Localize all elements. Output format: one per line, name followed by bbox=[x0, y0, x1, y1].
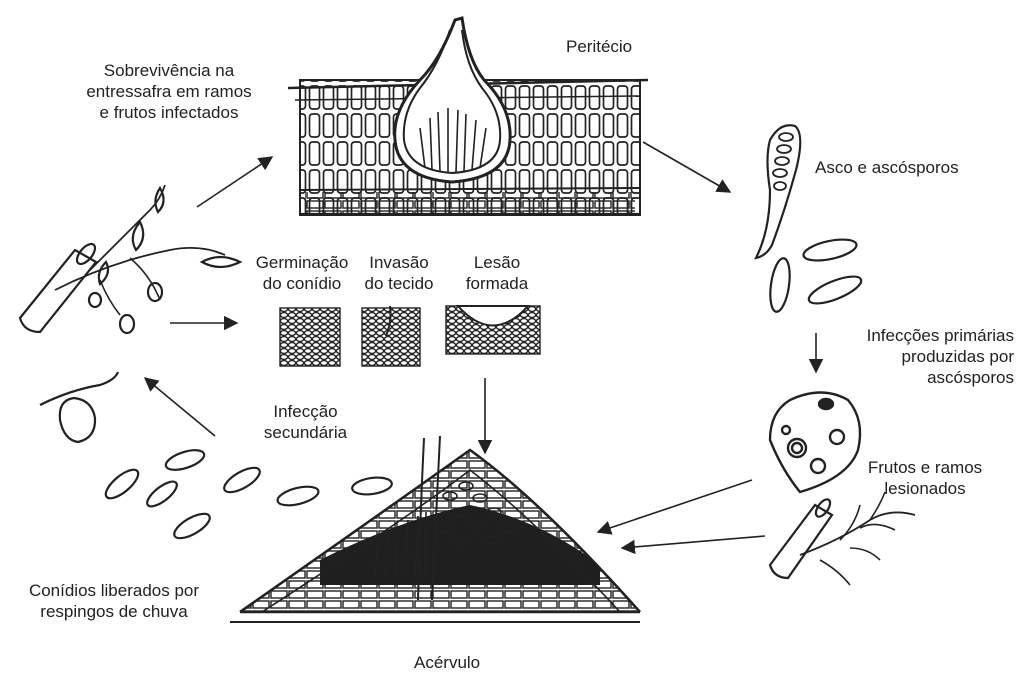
label-lesao: Lesão formada bbox=[455, 252, 539, 294]
label-acervulo: Acérvulo bbox=[414, 652, 480, 673]
arrow-fruit-to-acervulus bbox=[598, 480, 752, 532]
arrow-branch-to-acervulus bbox=[622, 536, 765, 548]
arrow-conidia-to-fruit bbox=[145, 378, 215, 436]
arrow-perithecium-to-ascus bbox=[643, 142, 730, 192]
released-conidia-illustration bbox=[102, 446, 393, 543]
ascus-and-ascospores-illustration bbox=[756, 125, 864, 313]
label-infeccoes-primarias: Infecções primárias produzidas por ascós… bbox=[826, 325, 1014, 388]
label-peritecio: Peritécio bbox=[566, 36, 632, 57]
arrow-branch-to-perithecium bbox=[197, 157, 272, 207]
label-frutos-ramos: Frutos e ramos lesionados bbox=[852, 457, 998, 499]
label-conidios: Conídios liberados por respingos de chuv… bbox=[4, 580, 224, 622]
infected-branch-illustration bbox=[20, 185, 240, 333]
lesioned-fruit-illustration bbox=[770, 393, 860, 493]
germination-tissue-block bbox=[280, 308, 340, 366]
label-germinacao: Germinação do conídio bbox=[248, 252, 356, 294]
invasion-tissue-block bbox=[362, 306, 420, 366]
lesion-tissue-block bbox=[446, 306, 540, 354]
label-infeccao-secundaria: Infecção secundária bbox=[243, 401, 368, 443]
label-invasao: Invasão do tecido bbox=[360, 252, 438, 294]
label-sobrevivencia: Sobrevivência na entressafra em ramos e … bbox=[80, 60, 258, 123]
acervulus-illustration bbox=[230, 436, 650, 622]
label-asco-ascosporos: Asco e ascósporos bbox=[815, 157, 959, 178]
lesioned-branch-illustration bbox=[770, 492, 915, 585]
fallen-fruit-illustration bbox=[40, 372, 118, 442]
